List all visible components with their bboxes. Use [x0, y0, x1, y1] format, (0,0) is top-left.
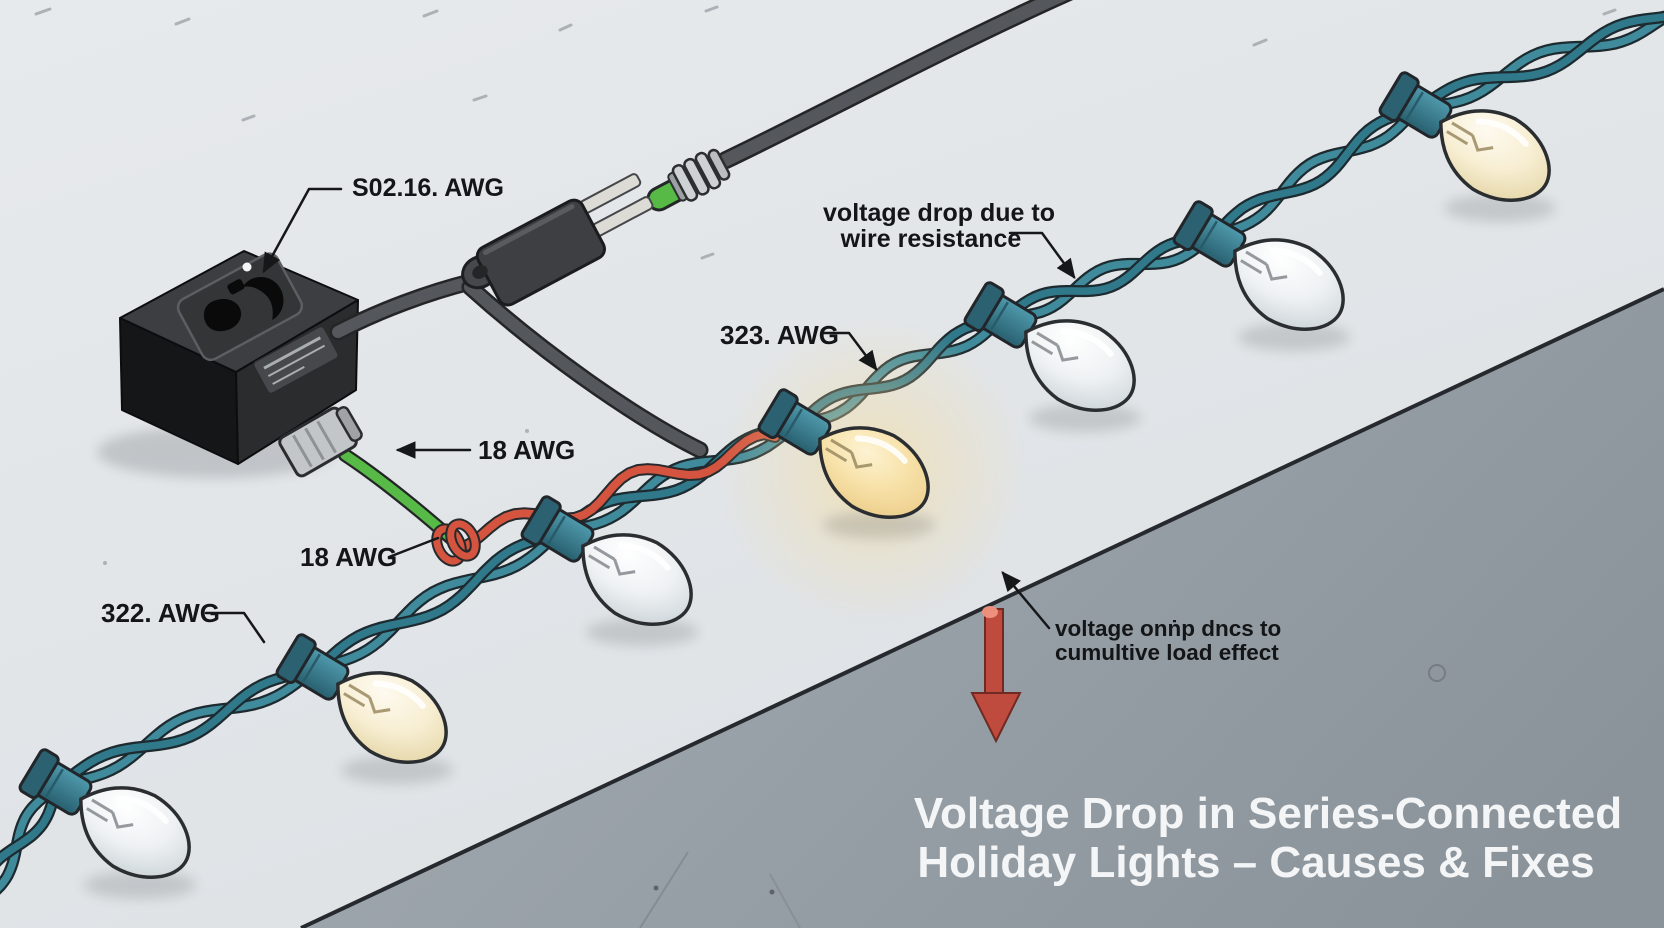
light-bulb-3 [1024, 319, 1136, 412]
leader-wire-resistance [1008, 231, 1076, 280]
title-line1: Voltage Drop in Series-Connected [914, 789, 1622, 838]
light-socket-7 [18, 748, 93, 816]
light-string-lamps [18, 71, 1556, 899]
bulb-highlight [1060, 328, 1114, 357]
bulb-filament [1031, 331, 1079, 362]
bulb-highlight [115, 795, 169, 824]
power-plug [461, 173, 654, 307]
bulb-highlight [372, 680, 426, 709]
cord-ferrule [646, 148, 731, 212]
outlet-slot-small [227, 279, 245, 295]
label-awg32-upper: 323. AWG [720, 320, 839, 350]
transformer-dot [242, 262, 252, 272]
label-awg18-upper: 18 AWG [478, 435, 575, 465]
transformer-output-connector [278, 405, 363, 478]
bulb-filament [343, 683, 391, 714]
red-wire-coil [447, 520, 479, 560]
wire-strand [311, 528, 564, 674]
main-cord [719, 0, 1068, 167]
light-bulb-7 [79, 786, 191, 879]
wire-strand [54, 666, 319, 789]
wire-strand [999, 233, 1216, 322]
red-wire-coil [433, 525, 465, 565]
bulb-shadow [1444, 194, 1556, 222]
red-drop-arrow [970, 606, 1022, 744]
bulb-filament [86, 798, 134, 829]
bulb-highlight [1269, 247, 1323, 276]
surface-speckles [34, 5, 1617, 565]
background-dark-region [300, 287, 1664, 928]
bulb-highlight [854, 435, 908, 464]
light-socket-1 [1378, 71, 1453, 139]
wire-strand [0, 781, 62, 864]
light-bulb-2 [1233, 238, 1345, 331]
region-divider-line [300, 287, 1664, 928]
bulb-filament [825, 438, 873, 469]
outlet-slot-left [203, 298, 242, 332]
bulb-highlight [617, 542, 671, 571]
light-bulb-5 [581, 533, 693, 626]
light-bulb-4 [818, 426, 930, 519]
bulb-shadow [84, 871, 196, 899]
wire-strand [1414, 12, 1664, 112]
wire-strand [311, 528, 564, 674]
plug-body [475, 198, 606, 307]
title-line2: Holiday Lights – Causes & Fixes [917, 838, 1594, 887]
surface-marks [639, 664, 1446, 928]
bulb-highlight [1475, 118, 1529, 147]
leader-lines [204, 187, 1076, 644]
bulb-shadow [1238, 323, 1350, 351]
bulb-shadow [341, 756, 453, 784]
bulb-filament [1240, 250, 1288, 281]
transformer-label-sticker [252, 325, 340, 395]
light-socket-3 [963, 281, 1038, 349]
leader-adapter-awg [262, 187, 343, 274]
light-socket-2 [1172, 200, 1247, 268]
drop-cord [464, 281, 706, 456]
light-bulb-1 [1439, 109, 1551, 202]
leader-awg32-upper [821, 331, 878, 371]
light-bulb-6 [336, 671, 448, 764]
label-wire-resistance-2: wire resistance [840, 225, 1022, 253]
power-cords [329, 0, 1074, 459]
wire-strand [1208, 104, 1422, 241]
leader-awg18-lower [387, 536, 440, 559]
bulb-shadow [823, 511, 935, 539]
outlet-face [176, 252, 304, 362]
leader-awg32-lower [204, 611, 266, 644]
bulb-filament [1446, 121, 1494, 152]
light-socket-6 [275, 633, 350, 701]
label-cumulative-2: cumultive load effect [1055, 640, 1279, 665]
wire-strand [1414, 13, 1664, 112]
wire-strand [54, 666, 319, 789]
label-wire-resistance-1: voltage drop due to [823, 199, 1055, 227]
bulb-filament [588, 545, 636, 576]
plug-cord-hole [472, 265, 488, 279]
outlet-slot-right [242, 276, 284, 320]
label-adapter-awg: S02.16. AWG [352, 174, 504, 202]
wire-strand [1208, 104, 1422, 241]
label-cumulative-1: voltage onṅp dncs to [1055, 616, 1281, 641]
label-awg32-lower: 322. AWG [101, 598, 220, 628]
bulb-shadow [1029, 404, 1141, 432]
adapter-cord [332, 276, 476, 338]
bulb-shadow [586, 618, 698, 646]
label-awg18-lower: 18 AWG [300, 542, 397, 572]
light-socket-4 [757, 388, 832, 456]
cumulative-arrow [1001, 571, 1051, 630]
